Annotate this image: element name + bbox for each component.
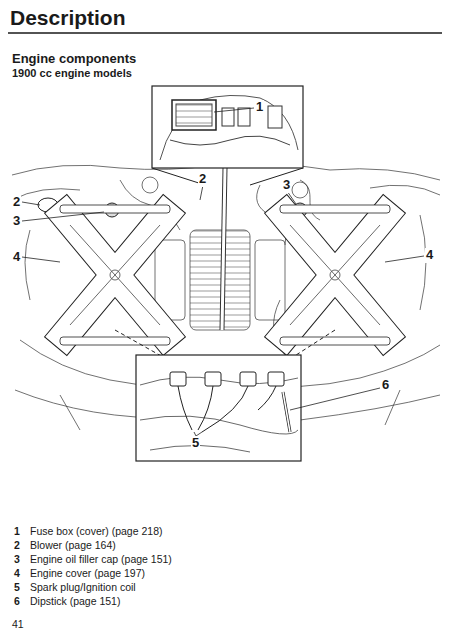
list-item: Spark plug/Ignition coil <box>30 581 136 593</box>
callout-number: 3 <box>12 214 21 229</box>
list-number: 3 <box>14 553 20 565</box>
callout-number: 2 <box>12 195 21 210</box>
callout-number: 4 <box>12 250 21 265</box>
callout-number: 5 <box>191 436 200 451</box>
engine-cover <box>60 205 390 375</box>
callout-number: 4 <box>425 248 434 263</box>
subheading: 1900 cc engine models <box>12 67 132 80</box>
list-item: Blower (page 164) <box>30 539 116 551</box>
section-heading: Engine components <box>12 52 136 67</box>
callout-number: 3 <box>282 178 291 193</box>
spark-plug-inset <box>136 355 301 461</box>
list-number: 5 <box>14 581 20 593</box>
list-item: Engine oil filler cap (page 151) <box>30 553 172 565</box>
callout-number: 1 <box>255 100 264 115</box>
callout-number: 2 <box>198 172 207 187</box>
list-item: Fuse box (cover) (page 218) <box>30 525 162 537</box>
leader-lines <box>22 108 424 436</box>
page-title: Description <box>10 6 126 30</box>
page-number: 41 <box>12 618 24 630</box>
list-item: Engine cover (page 197) <box>30 567 145 579</box>
dipstick-tube <box>222 168 225 330</box>
list-number: 1 <box>14 525 20 537</box>
callout-number: 6 <box>381 378 390 393</box>
fuse-box-inset <box>152 86 303 185</box>
list-number: 4 <box>14 567 20 579</box>
list-item: Dipstick (page 151) <box>30 595 120 607</box>
title-rule <box>8 32 442 34</box>
list-number: 6 <box>14 595 20 607</box>
list-number: 2 <box>14 539 20 551</box>
